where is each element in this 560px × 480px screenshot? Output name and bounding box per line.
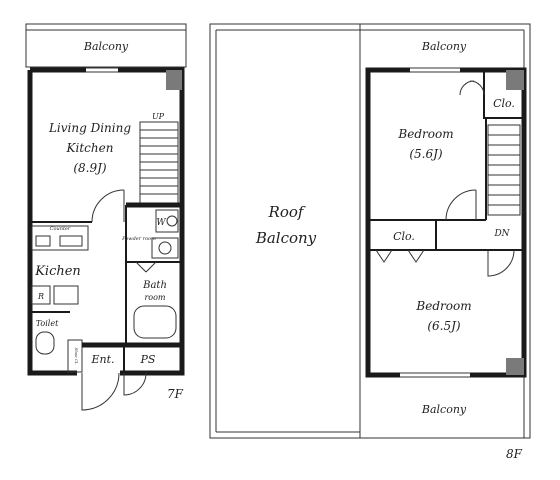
powder-sink [151,237,179,259]
washer [155,209,179,233]
floor-8f-plan [209,23,531,439]
shoe-closet [67,339,83,373]
balcony-7f-label: Balcony [83,40,129,53]
entrance-door [81,372,120,411]
balcony-8f-top-label: Balcony [421,40,467,53]
stairs-8f [487,124,521,216]
closet2-label: Clo. [393,230,415,243]
bedroom1-label: Bedroom [397,127,453,141]
bedroom2-label: Bedroom [415,299,471,313]
washer-label: W [156,218,166,228]
roof-balcony-line2: Balcony [255,229,317,247]
toilet-label: Toilet [36,319,59,328]
fridge [31,285,51,305]
column-7f [166,70,182,90]
floor-7f-label: 7F [167,387,184,401]
fridge-label: R [37,292,44,301]
counter-label: Counter [50,226,71,232]
stairs-up-label: UP [152,112,165,121]
ps-label: PS [140,353,156,366]
shoe-closet-label: Shoe Cl. [74,348,79,365]
wall-7f-left [27,70,77,376]
toilet-bowl [35,331,55,355]
ldk-size-label: (8.9J) [73,161,107,175]
bedroom2-size: (6.5J) [427,319,461,333]
floor-8f-outline [209,23,531,439]
bath-label-line2: room [144,293,165,302]
closet1-label: Clo. [493,97,515,110]
stairs-down-label: DN [493,229,510,239]
ldk-label-line1: Living Dining [48,121,131,135]
balcony-7f-area [25,23,187,68]
entrance-label: Ent. [90,353,114,366]
roof-balcony-line1: Roof [268,203,306,221]
powder-room-label: Powder room [121,236,156,242]
floor-8f-label: 8F [506,447,523,461]
kitchen-label: Kichen [34,264,81,279]
bathtub [133,305,177,339]
bath-label-line1: Bath [142,280,167,291]
kitchen-counter [31,225,89,251]
balcony-8f-bottom-label: Balcony [421,403,467,416]
stairs-7f [139,121,179,205]
bedroom1-size: (5.6J) [409,147,443,161]
floor-7f-plan [25,23,187,411]
ldk-label-line2: Kitchen [66,141,114,155]
